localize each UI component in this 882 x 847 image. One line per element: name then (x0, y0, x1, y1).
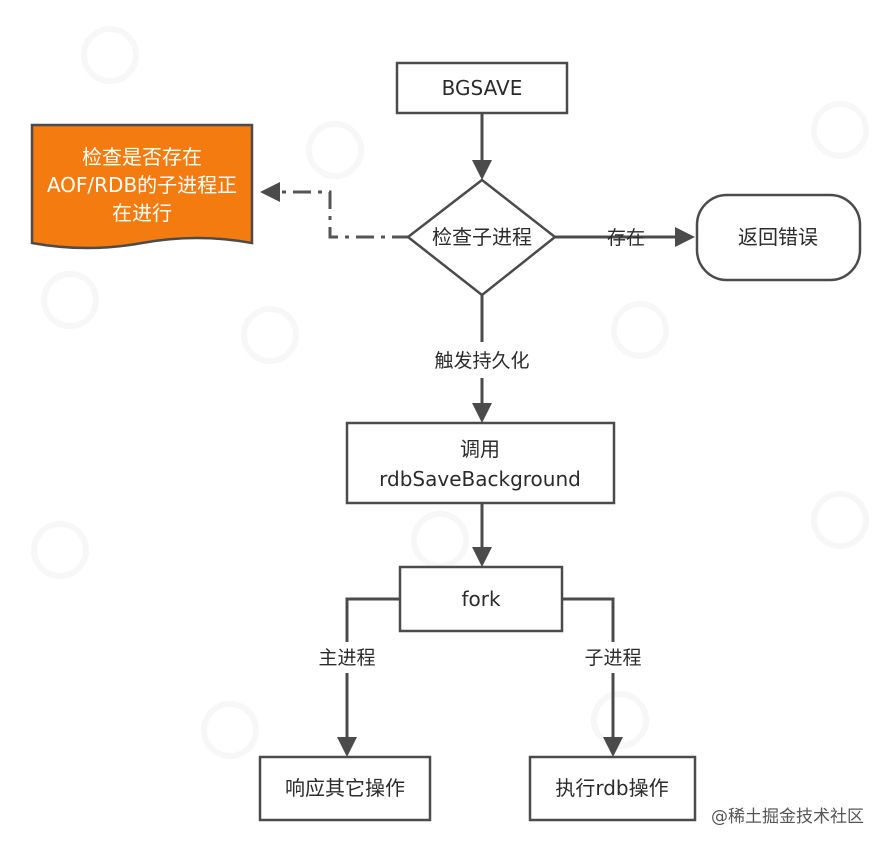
watermark-logo (411, 511, 469, 569)
bgsave-label: BGSAVE (442, 76, 523, 100)
arrowhead (337, 737, 357, 757)
edge-fork-to-main-upper (345, 597, 400, 642)
child-action-node (528, 755, 697, 822)
check-note-document (30, 123, 254, 250)
note-line-3: 在进行 (112, 201, 172, 225)
watermark-logo (31, 521, 89, 579)
note-line-2: AOF/RDB的子进程正 (47, 173, 237, 197)
arrowhead (472, 403, 492, 423)
edge-label-main-process: 主进程 (318, 647, 375, 669)
child-action-label: 执行rdb操作 (555, 776, 668, 800)
bgsave-node (395, 61, 569, 115)
edges (260, 113, 695, 757)
call-label-line-1: 调用 (460, 437, 500, 461)
main-action-node (258, 755, 432, 822)
arrowhead (603, 737, 623, 757)
arrowhead (472, 547, 492, 567)
return-error-node (695, 193, 862, 282)
arrowhead (472, 160, 492, 180)
watermark-logo (81, 26, 139, 84)
return-error-label: 返回错误 (738, 225, 818, 249)
check-label: 检查子进程 (432, 225, 532, 249)
watermark-logo (811, 491, 869, 549)
edge-check-to-note (275, 190, 410, 239)
call-label-line-2: rdbSaveBackground (379, 467, 581, 491)
watermark-credit: @稀土掘金技术社区 (711, 807, 864, 827)
arrowhead (260, 182, 280, 202)
edge-label-exists: 存在 (607, 227, 645, 249)
watermark-logo (611, 301, 669, 359)
watermark-logo (591, 691, 649, 749)
edge-label-child-process: 子进程 (584, 647, 641, 669)
background-watermark (31, 26, 869, 759)
edge-fork-to-child-upper (562, 597, 615, 642)
watermark-logo (241, 306, 299, 364)
fork-node (398, 565, 564, 633)
check-decision-node (405, 178, 558, 297)
watermark-logo (41, 271, 99, 329)
fork-label: fork (461, 587, 501, 611)
main-action-label: 响应其它操作 (285, 776, 405, 800)
call-rdbsavebackground-node (345, 421, 616, 505)
watermark-logo (201, 701, 259, 759)
watermark-logo (811, 101, 869, 159)
note-line-1: 检查是否存在 (82, 145, 202, 169)
watermark-logo (306, 121, 364, 179)
arrowhead (675, 227, 695, 247)
edge-label-trigger: 触发持久化 (434, 350, 529, 372)
